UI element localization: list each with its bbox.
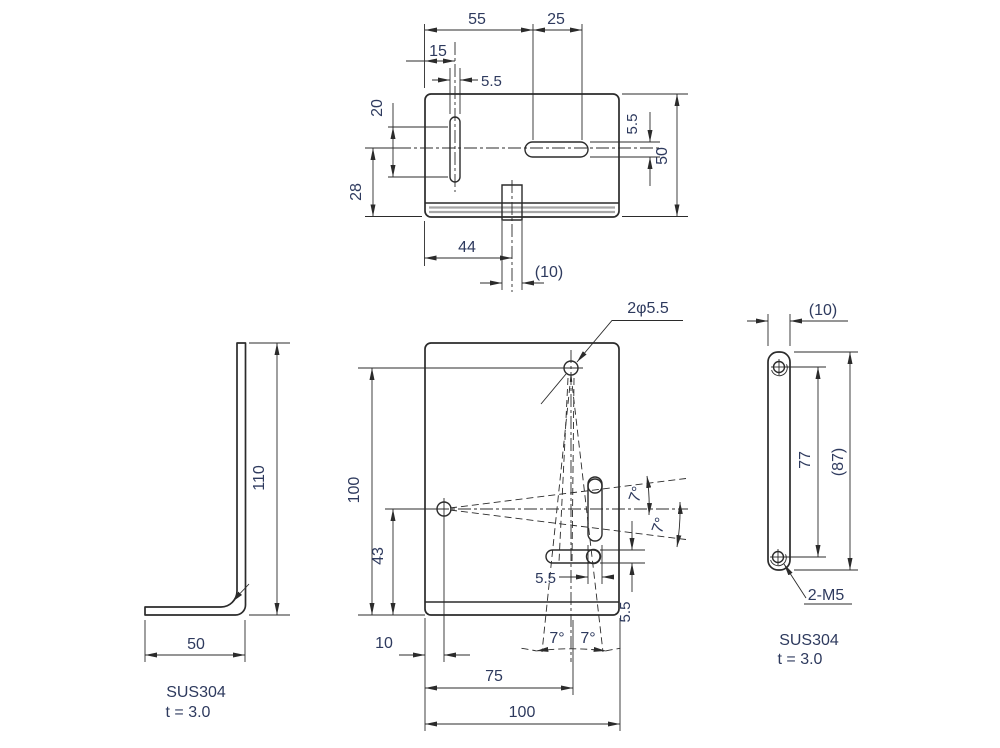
dim-5.5-right: 5.5 — [624, 114, 641, 135]
front-plate-outline — [424, 342, 620, 616]
dim-5.5-slot: 5.5 — [481, 73, 502, 90]
dim-10-tab: (10) — [535, 264, 563, 281]
top-view-horizontal-slot — [524, 141, 589, 158]
dim-10-side: (10) — [809, 302, 837, 319]
l-bracket-outline — [144, 342, 247, 616]
side-plate-outline — [767, 351, 791, 571]
front-view: 2φ5.5 7° 7° 7° 7° 100 43 10 75 100 — [346, 300, 688, 731]
angle-7-bottom-left: 7° — [549, 630, 564, 647]
dim-5.5-height: 5.5 — [617, 602, 634, 623]
dim-15: 15 — [429, 43, 447, 60]
right-side-view: (10) 77 (87) 2-M5 SUS304 t = 3.0 — [747, 302, 858, 668]
material-label-left: SUS304 — [166, 684, 226, 701]
dim-55: 55 — [468, 11, 486, 28]
hole-callout: 2φ5.5 — [627, 300, 669, 317]
thread-callout-leader — [783, 563, 807, 599]
dim-25: 25 — [547, 11, 565, 28]
hole-callout-leader — [576, 320, 683, 363]
dim-87: (87) — [830, 448, 847, 476]
left-side-view: 110 50 SUS304 t = 3.0 — [144, 342, 290, 721]
top-view-tab — [501, 184, 523, 221]
thread-callout: 2-M5 — [808, 587, 845, 604]
dim-77: 77 — [797, 451, 814, 469]
dim-110: 110 — [251, 465, 268, 491]
bend-leader — [231, 583, 250, 603]
dim-28: 28 — [348, 183, 365, 201]
angle-7-lower: 7° — [649, 515, 670, 535]
dim-50-top: 50 — [654, 147, 671, 165]
dim-10: 10 — [375, 635, 393, 652]
dim-5.5-width: 5.5 — [535, 570, 556, 587]
top-view: 55 25 15 5.5 20 28 44 (10) — [348, 11, 688, 292]
dim-44: 44 — [458, 239, 476, 256]
dim-20: 20 — [369, 99, 386, 117]
thickness-label-left: t = 3.0 — [166, 704, 211, 721]
dim-100-bottom: 100 — [509, 704, 536, 721]
angle-7-upper: 7° — [626, 484, 647, 504]
angle-7-bottom-right: 7° — [580, 630, 595, 647]
material-label-right: SUS304 — [779, 632, 839, 649]
dim-50-left-view: 50 — [187, 636, 205, 653]
dim-43: 43 — [370, 547, 387, 565]
dim-100-left: 100 — [346, 477, 363, 504]
dim-75: 75 — [485, 668, 503, 685]
thickness-label-right: t = 3.0 — [778, 651, 823, 668]
